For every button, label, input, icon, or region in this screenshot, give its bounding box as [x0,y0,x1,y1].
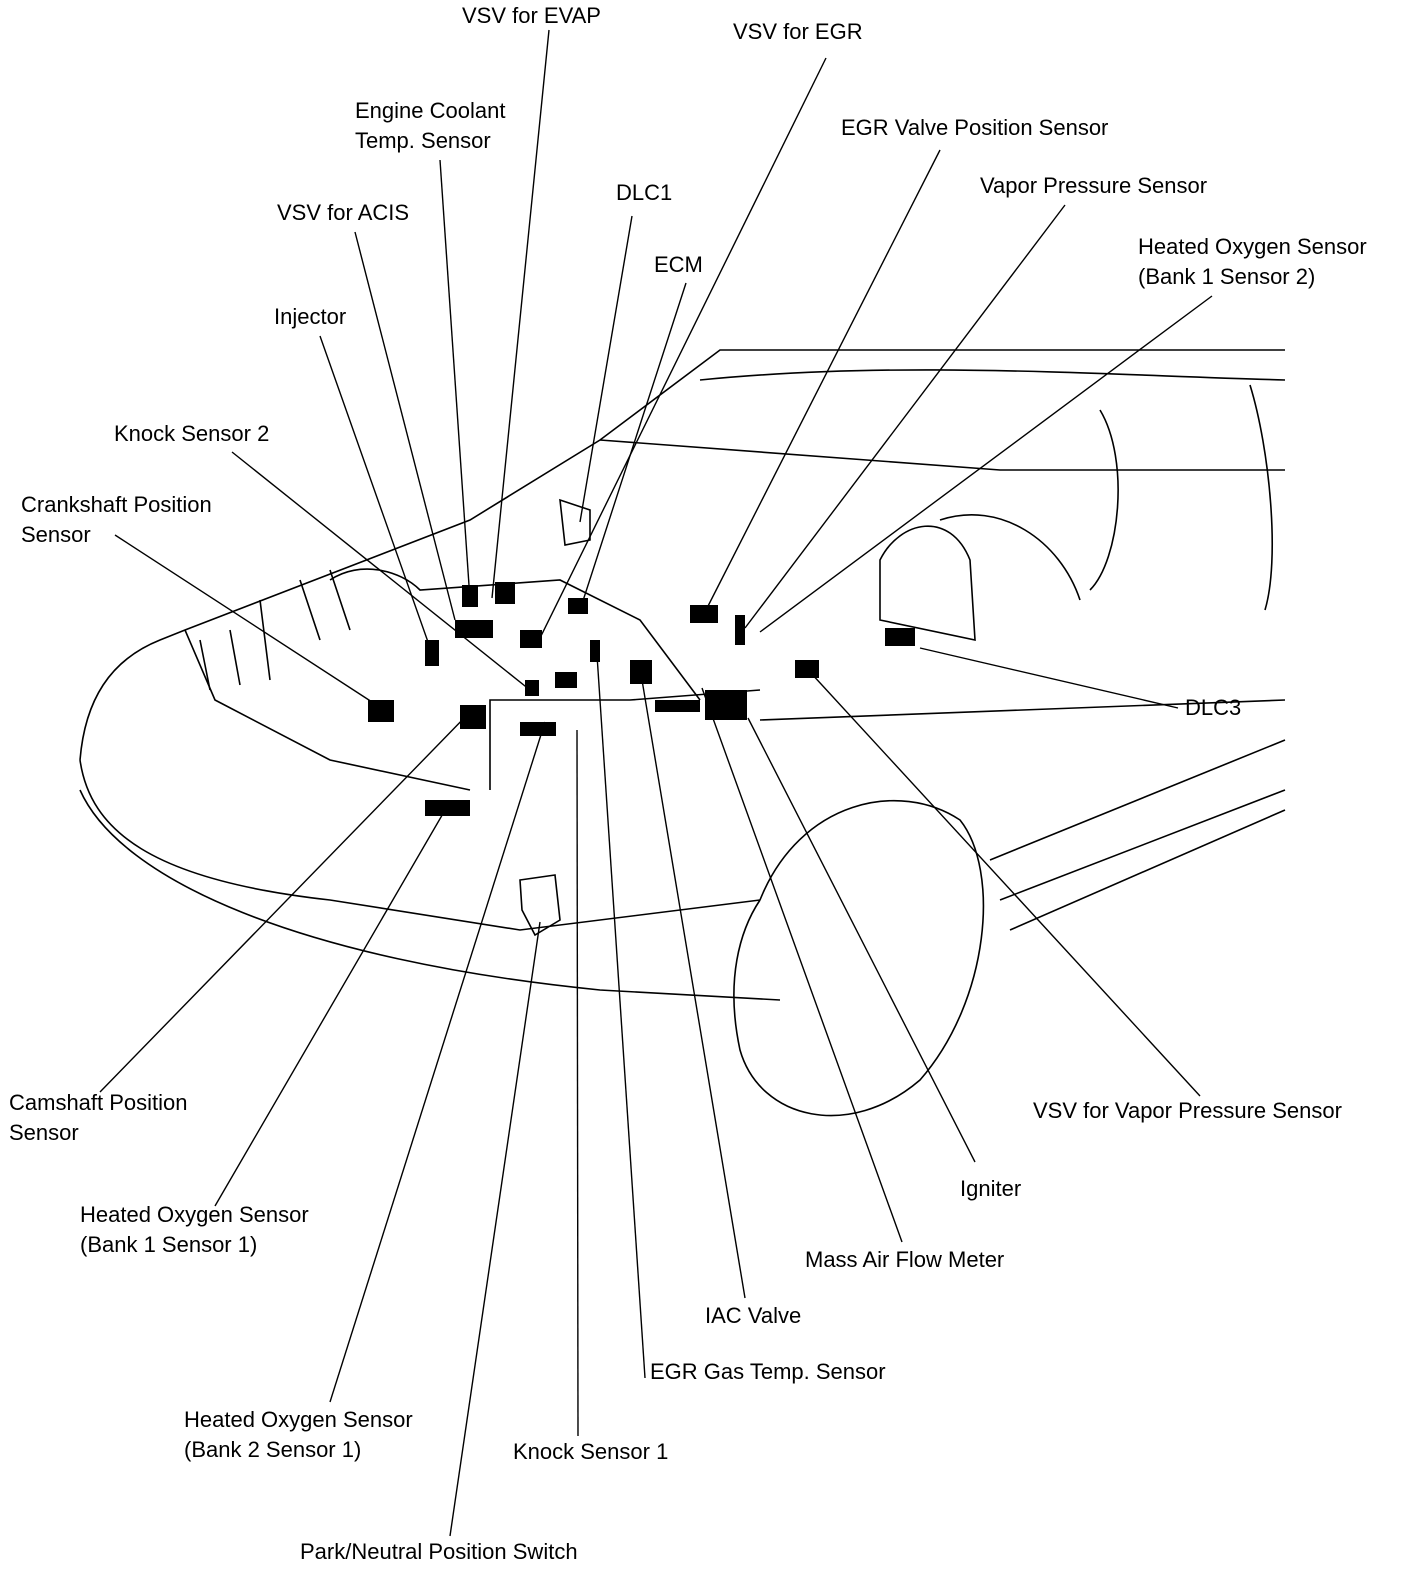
label-park-neutral-switch: Park/Neutral Position Switch [300,1539,578,1564]
label-vsv-acis: VSV for ACIS [277,200,410,225]
label-ho2-b1s2-line2: (Bank 1 Sensor 2) [1138,264,1316,289]
label-ho2-b1s1-line2: (Bank 1 Sensor 1) [80,1232,258,1257]
label-knock-sensor-1: Knock Sensor 1 [513,1439,669,1464]
label-egr-gas-temp-sensor: EGR Gas Temp. Sensor [650,1359,886,1384]
label-knock-sensor-2: Knock Sensor 2 [114,421,270,446]
label-ecm: ECM [654,252,703,277]
label-dlc1: DLC1 [616,180,673,205]
leader-lines [99,29,1213,1537]
label-ho2-b1s2-line1: Heated Oxygen Sensor [1138,234,1367,259]
label-egr-valve-position-sensor: EGR Valve Position Sensor [841,115,1109,140]
label-ho2-b1s1-line1: Heated Oxygen Sensor [80,1202,309,1227]
label-iac-valve: IAC Valve [705,1303,802,1328]
label-vapor-pressure-sensor: Vapor Pressure Sensor [980,173,1208,198]
label-ckp-line1: Crankshaft Position [21,492,212,517]
label-cmp-line2: Sensor [9,1120,79,1145]
label-dlc3: DLC3 [1185,695,1242,720]
component-markers [368,582,915,816]
label-maf-meter: Mass Air Flow Meter [805,1247,1005,1272]
car-outline [79,349,1286,1117]
label-vsv-evap: VSV for EVAP [462,3,601,28]
label-ect-sensor-line1: Engine Coolant [355,98,506,123]
label-vsv-egr: VSV for EGR [733,19,863,44]
label-ect-sensor-line2: Temp. Sensor [355,128,491,153]
label-ho2-b2s1-line1: Heated Oxygen Sensor [184,1407,413,1432]
label-vsv-vapor-pressure: VSV for Vapor Pressure Sensor [1033,1098,1342,1123]
label-ckp-line2: Sensor [21,522,91,547]
label-ho2-b2s1-line2: (Bank 2 Sensor 1) [184,1437,362,1462]
label-injector: Injector [274,304,347,329]
label-cmp-line1: Camshaft Position [9,1090,188,1115]
label-igniter: Igniter [960,1176,1022,1201]
